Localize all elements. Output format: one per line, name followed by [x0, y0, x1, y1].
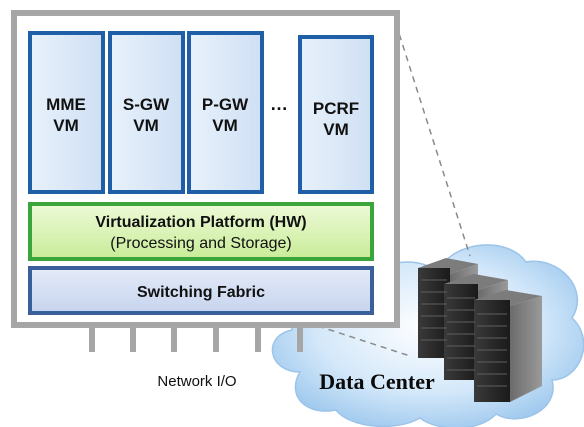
- network-io-ports: [89, 328, 303, 352]
- vm-pcrf: PCRF VM: [298, 35, 374, 194]
- vm-label-line1: MME: [46, 95, 86, 114]
- switching-fabric: Switching Fabric: [28, 266, 374, 315]
- connector-lines: [317, 23, 471, 357]
- vm-label-line2: VM: [212, 116, 238, 135]
- network-io-label: Network I/O: [157, 373, 236, 390]
- vm-label-line2: VM: [133, 116, 159, 135]
- vm-label-line1: PCRF: [313, 99, 359, 118]
- vm-label-line1: P-GW: [202, 95, 249, 114]
- vm-sgw: S-GW VM: [108, 31, 185, 194]
- switching-title: Switching Fabric: [137, 284, 265, 301]
- vm-label-line2: VM: [53, 116, 79, 135]
- vm-pgw: P-GW VM: [187, 31, 264, 194]
- data-center-label: Data Center: [319, 369, 435, 394]
- virtualization-title: Virtualization Platform (HW): [95, 214, 306, 231]
- ellipsis-text: …: [270, 94, 288, 114]
- vm-label-line2: VM: [323, 120, 349, 139]
- vm-mme: MME VM: [28, 31, 105, 194]
- vm-label-line1: S-GW: [123, 95, 170, 114]
- virtualization-platform: Virtualization Platform (HW) (Processing…: [28, 202, 374, 261]
- virtualization-subtitle: (Processing and Storage): [110, 235, 291, 252]
- server-racks-icon: [418, 258, 542, 402]
